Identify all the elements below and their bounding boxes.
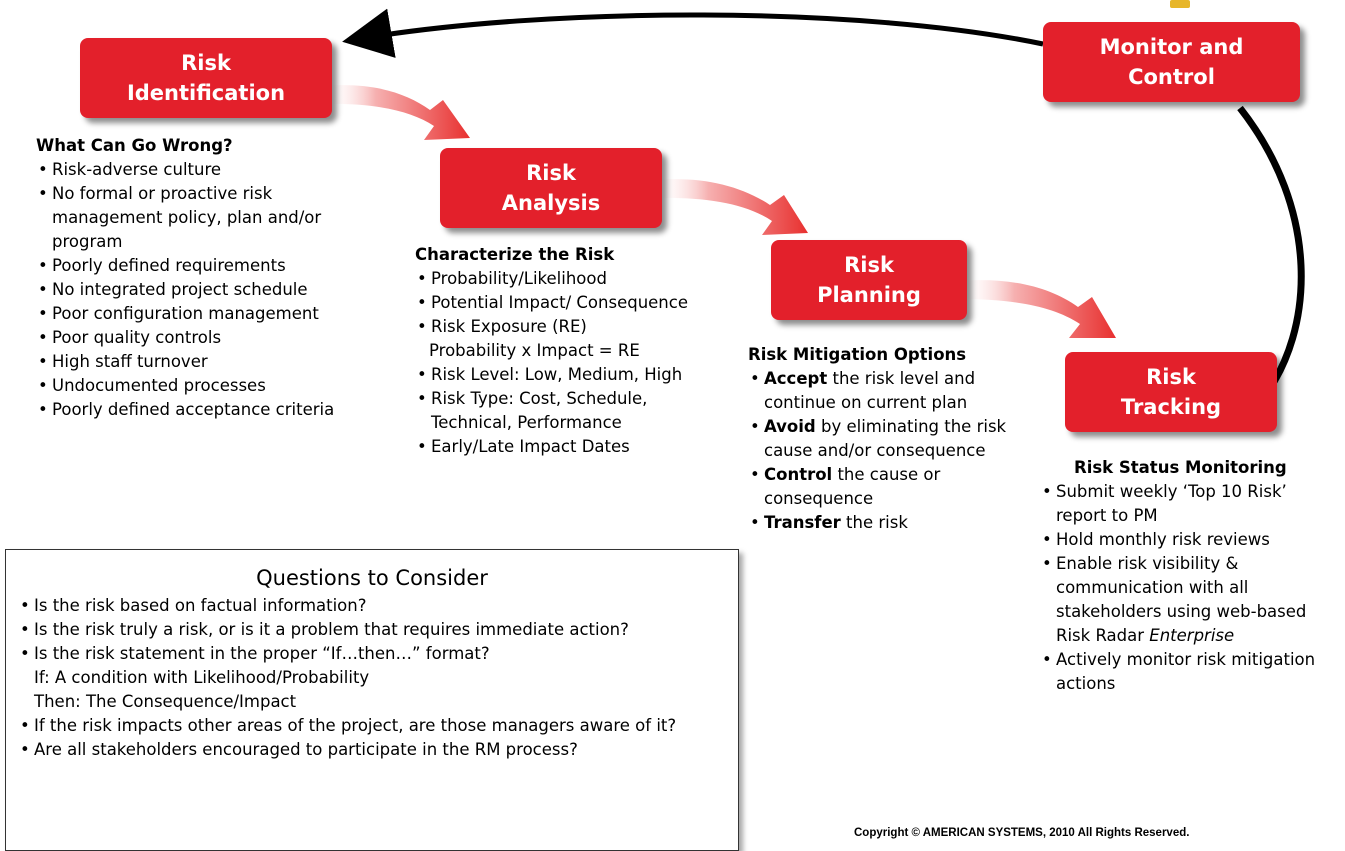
red-arrow-identification-to-analysis <box>325 85 470 140</box>
list-item: Poorly defined requirements <box>36 254 381 278</box>
copyright-notice: Copyright © AMERICAN SYSTEMS, 2010 All R… <box>854 827 1190 839</box>
list-item: Are all stakeholders encouraged to parti… <box>20 738 738 762</box>
list-item: Is the risk truly a risk, or is it a pro… <box>20 618 738 642</box>
option-text: the risk level and continue on current p… <box>764 369 976 412</box>
list-item: Is the risk statement in the proper “If…… <box>20 642 738 714</box>
list-item: Control the cause or consequence <box>748 463 1038 511</box>
option-text: by eliminating the risk cause and/or con… <box>764 417 1007 460</box>
list-item: If the risk impacts other areas of the p… <box>20 714 738 738</box>
list-item: Poorly defined acceptance criteria <box>36 398 381 422</box>
tracking-heading: Risk Status Monitoring <box>1074 458 1287 477</box>
analysis-section: Characterize the Risk Probability/Likeli… <box>415 243 715 459</box>
monitor-and-control-line2: Control <box>1128 65 1215 89</box>
list-item: No integrated project schedule <box>36 278 381 302</box>
cycle-arrow-monitor-to-identification <box>342 8 1044 58</box>
risk-planning-line1: Risk <box>844 253 894 277</box>
risk-identification-box: Risk Identification <box>80 38 332 118</box>
list-item: High staff turnover <box>36 350 381 374</box>
list-item: Risk Type: Cost, Schedule, Technical, Pe… <box>415 387 715 435</box>
list-item: Risk Level: Low, Medium, High <box>415 363 715 387</box>
planning-list: Accept the risk level and continue on cu… <box>748 367 1038 535</box>
risk-analysis-box: Risk Analysis <box>440 148 662 228</box>
list-item: Hold monthly risk reviews <box>1040 528 1342 552</box>
list-item: Risk-adverse culture <box>36 158 381 182</box>
questions-title: Questions to Consider <box>256 566 488 590</box>
list-item: Accept the risk level and continue on cu… <box>748 367 1038 415</box>
list-item: Risk Exposure (RE) Probability x Impact … <box>415 315 715 363</box>
option-keyword: Accept <box>764 369 828 388</box>
risk-identification-line2: Identification <box>126 81 286 105</box>
risk-exposure-formula: Probability x Impact = RE <box>429 341 640 360</box>
option-keyword: Transfer <box>764 513 841 532</box>
list-item: Undocumented processes <box>36 374 381 398</box>
questions-to-consider-box: Questions to Consider Is the risk based … <box>5 549 739 851</box>
visibility-text: Enable risk visibility & communication w… <box>1056 554 1307 645</box>
then-line: Then: The Consequence/Impact <box>34 692 297 711</box>
identification-section: What Can Go Wrong? Risk-adverse culture … <box>36 134 381 422</box>
list-item: No formal or proactive risk management p… <box>36 182 381 254</box>
if-line: If: A condition with Likelihood/Probabil… <box>34 668 370 687</box>
risk-tracking-line1: Risk <box>1146 365 1196 389</box>
tracking-section: Risk Status Monitoring Submit weekly ‘To… <box>1040 456 1342 696</box>
list-item: Is the risk based on factual information… <box>20 594 738 618</box>
questions-list: Is the risk based on factual information… <box>6 594 738 762</box>
list-item: Actively monitor risk mitigation actions <box>1040 648 1342 696</box>
option-text: the risk <box>840 513 908 532</box>
identification-heading: What Can Go Wrong? <box>36 136 233 155</box>
risk-identification-line1: Risk <box>181 51 231 75</box>
analysis-heading: Characterize the Risk <box>415 245 615 264</box>
option-keyword: Control <box>764 465 833 484</box>
planning-heading: Risk Mitigation Options <box>748 345 967 364</box>
list-item: Poor configuration management <box>36 302 381 326</box>
option-text: the cause or consequence <box>764 465 941 508</box>
risk-planning-line2: Planning <box>817 283 921 307</box>
list-item: Transfer the risk <box>748 511 1038 535</box>
cycle-arrow-tracking-to-monitor <box>1237 105 1305 401</box>
risk-tracking-line2: Tracking <box>1120 395 1222 419</box>
risk-tracking-box: Risk Tracking <box>1065 352 1277 432</box>
list-item: Submit weekly ‘Top 10 Risk’ report to PM <box>1040 480 1342 528</box>
list-item: Avoid by eliminating the risk cause and/… <box>748 415 1038 463</box>
list-item: Enable risk visibility & communication w… <box>1040 552 1342 648</box>
red-arrow-analysis-to-planning <box>655 179 808 235</box>
identification-list: Risk-adverse culture No formal or proact… <box>36 158 381 422</box>
pencil-icon <box>1170 0 1190 8</box>
format-question: Is the risk statement in the proper “If…… <box>34 644 490 663</box>
option-keyword: Avoid <box>764 417 816 436</box>
risk-exposure-label: Risk Exposure (RE) <box>431 317 587 336</box>
planning-section: Risk Mitigation Options Accept the risk … <box>748 343 1038 535</box>
list-item: Probability/Likelihood <box>415 267 715 291</box>
analysis-list: Probability/Likelihood Potential Impact/… <box>415 267 715 459</box>
enterprise-text: Enterprise <box>1149 626 1235 645</box>
list-item: Potential Impact/ Consequence <box>415 291 715 315</box>
monitor-and-control-line1: Monitor and <box>1099 35 1244 59</box>
tracking-list: Submit weekly ‘Top 10 Risk’ report to PM… <box>1040 480 1342 696</box>
list-item: Poor quality controls <box>36 326 381 350</box>
list-item: Early/Late Impact Dates <box>415 435 715 459</box>
red-arrow-planning-to-tracking <box>960 280 1116 338</box>
risk-planning-box: Risk Planning <box>771 240 967 320</box>
risk-analysis-line1: Risk <box>526 161 576 185</box>
risk-analysis-line2: Analysis <box>501 191 601 215</box>
monitor-and-control-box: Monitor and Control <box>1043 22 1300 102</box>
